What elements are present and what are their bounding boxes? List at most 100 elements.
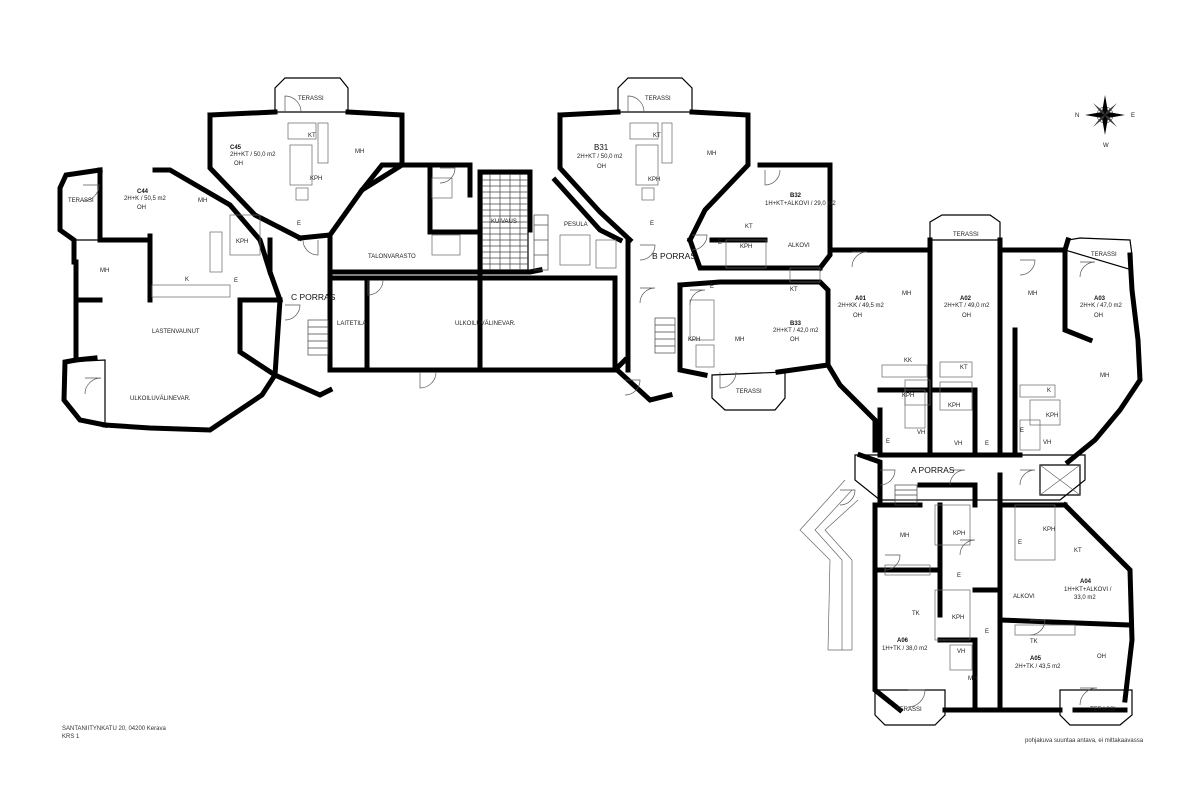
apt-a02-oh: OH (962, 313, 971, 319)
apt-b31-kt: KT (653, 133, 661, 139)
apt-a06-mh: MH (900, 533, 909, 539)
apt-a05-type: 2H+TK / 43,5 m2 (1015, 664, 1061, 670)
apt-a02-type: 2H+KT / 49,0 m2 (944, 303, 990, 309)
apt-a05-tk: TK (1030, 639, 1038, 645)
apt-a05-code: A05 (1030, 656, 1042, 662)
terrace-outlines (59, 77, 1133, 726)
apt-a06-mh2: MH (968, 676, 977, 682)
apt-c44-oh: OH (137, 205, 146, 211)
apartment-labels: C45 2H+KT / 50,0 m2 OH MH KT KPH E C44 2… (100, 133, 1123, 682)
apt-b33-type: 2H+KT / 42,0 m2 (773, 328, 819, 334)
common-room-labels: LASTENVAUNUT ULKOILUVÄLINEVAR. TALONVARA… (130, 219, 588, 402)
apt-b32-kph: KPH (740, 244, 752, 250)
apt-a03-code: A03 (1094, 296, 1106, 302)
apt-a01-kph: KPH (902, 393, 914, 399)
room-ulkoiluvalinevar-west: ULKOILUVÄLINEVAR. (130, 395, 191, 402)
room-laitetila: LAITETILA (337, 321, 366, 327)
apt-c45-type: 2H+KT / 50,0 m2 (230, 152, 276, 158)
apt-a04-type-l1: 1H+KT+ALKOVI / (1064, 587, 1112, 593)
apt-c45-e: E (297, 221, 301, 227)
doors (82, 95, 1098, 708)
apt-a03-vh: VH (1043, 440, 1051, 446)
compass-e-label: E (1131, 113, 1135, 119)
fixtures (151, 122, 1076, 671)
apt-b32-code: B32 (790, 193, 802, 199)
compass-rose: N E W (1075, 95, 1135, 149)
apt-a03-e: E (1020, 428, 1024, 434)
exterior-walls (57, 109, 1143, 714)
apt-c44-kph: KPH (236, 239, 248, 245)
room-pesula: PESULA (564, 222, 588, 228)
stair-labels: C PORRAS B PORRAS A PORRAS (291, 251, 955, 475)
compass-n-label: N (1075, 113, 1079, 119)
staircases (307, 214, 918, 506)
apt-b31-e: E (650, 221, 654, 227)
apt-c44-e: E (234, 278, 238, 284)
a-porras-label: A PORRAS (911, 465, 955, 475)
b-porras-label: B PORRAS (652, 251, 696, 261)
apt-b33-mh: MH (735, 337, 744, 343)
apt-c44-type: 2H+K / 50,5 m2 (124, 196, 167, 202)
terrace-label-c44: TERASSI (68, 198, 94, 204)
apt-a02-mh: MH (1028, 291, 1037, 297)
c-porras-label: C PORRAS (291, 292, 336, 302)
apt-a03-kph: KPH (1046, 413, 1058, 419)
apt-a04-type-l2: 33,0 m2 (1074, 595, 1096, 601)
apt-b33-code: B33 (790, 321, 802, 327)
apt-a06-kph: KPH (953, 531, 965, 537)
apt-a01-vh: VH (917, 430, 925, 436)
apt-a01-kk: KK (904, 358, 912, 364)
apt-c44-code: C44 (137, 189, 149, 195)
terrace-label-a05: TERASSI (1090, 707, 1116, 713)
apt-c45-code: C45 (230, 145, 242, 151)
terrace-label-a06: TERASSI (896, 707, 922, 713)
apt-b32-type: 1H+KT+ALKOVI / 29,0 m2 (765, 201, 836, 207)
apt-a02-kph: KPH (948, 403, 960, 409)
apt-a06-e: E (957, 573, 961, 579)
terrace-labels: TERASSI TERASSI TERASSI TERASSI TERASSI … (68, 96, 1117, 713)
apt-a06-type: 1H+TK / 38,0 m2 (882, 646, 928, 652)
compass-w-label: W (1103, 143, 1109, 149)
apt-b31-code: B31 (594, 143, 609, 152)
apt-b31-mh: MH (707, 151, 716, 157)
apt-c45-kt: KT (308, 133, 316, 139)
apt-a02-kt: KT (960, 365, 968, 371)
apt-a04-kt: KT (1074, 548, 1082, 554)
apt-a03-type: 2H+K / 47,0 m2 (1080, 303, 1123, 309)
apt-a01-type: 2H+KK / 49,5 m2 (838, 303, 885, 309)
address-text: SANTANIITYNKATU 20, 04200 Kerava (62, 726, 166, 732)
apt-b33-e: E (710, 284, 714, 290)
apt-b33-oh: OH (790, 337, 799, 343)
apt-a06-tk: TK (912, 611, 920, 617)
apt-a01-e: E (886, 439, 890, 445)
apt-a04-e: E (1018, 540, 1022, 546)
apt-a05-oh: OH (1097, 654, 1106, 660)
apt-a01-oh: OH (853, 313, 862, 319)
apt-c45-mh: MH (355, 149, 364, 155)
apt-b32-e: E (718, 240, 722, 246)
kuivaus-stripes (481, 173, 529, 271)
room-talonvarasto: TALONVARASTO (368, 254, 416, 260)
apt-c44-mh: MH (198, 198, 207, 204)
apt-c44-k: K (185, 277, 189, 283)
apt-c44-mh2: MH (100, 268, 109, 274)
apt-a03-mh: MH (1100, 373, 1109, 379)
terrace-label-b31: TERASSI (645, 96, 671, 102)
apt-b31-oh: OH (597, 164, 606, 170)
apt-a03-k: K (1047, 388, 1051, 394)
room-ulkoiluvalinevar-center: ULKOILUVÄLINEVAR. (455, 320, 516, 327)
floor-text: KRS 1 (62, 734, 80, 740)
apt-b32-alkovi: ALKOVI (788, 243, 810, 249)
apt-a06-e2: E (985, 629, 989, 635)
room-kuivaus: KUIVAUS (491, 219, 517, 225)
terrace-label-c45: TERASSI (298, 96, 324, 102)
apt-a04-kph: KPH (1043, 527, 1055, 533)
terrace-label-a03: TERASSI (1091, 252, 1117, 258)
apt-a02-e: E (985, 441, 989, 447)
apt-a02-code: A02 (960, 296, 972, 302)
apt-b31-kph: KPH (648, 177, 660, 183)
terrace-label-a02: TERASSI (953, 232, 979, 238)
apt-a03-oh: OH (1094, 313, 1103, 319)
apt-c45-oh: OH (234, 161, 243, 167)
room-lastenvaunut: LASTENVAUNUT (152, 329, 200, 335)
